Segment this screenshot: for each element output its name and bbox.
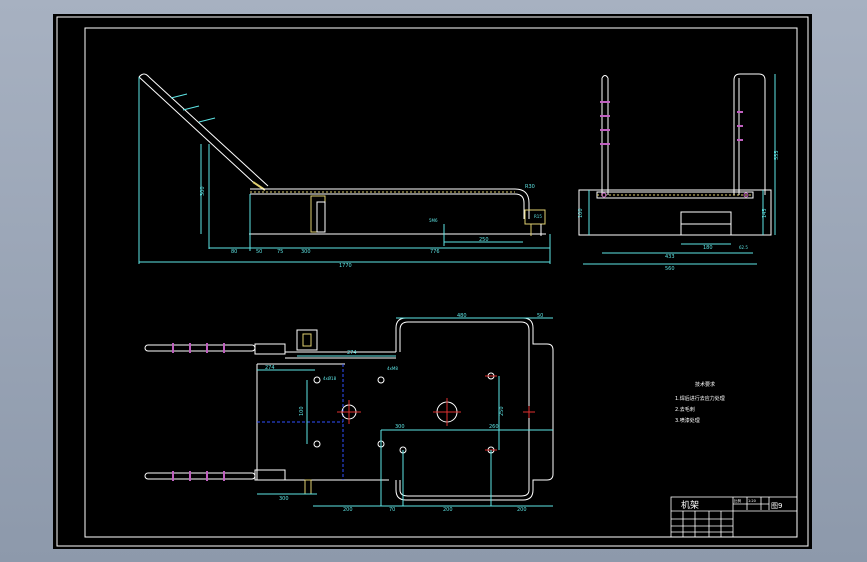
plan-dim-bottom-70: 70 xyxy=(389,507,395,513)
dim-right-height: R15 xyxy=(534,214,542,219)
plan-arm-mount-top xyxy=(254,343,286,355)
dim-seg-75: 75 xyxy=(277,249,283,255)
dim-r30: R30 xyxy=(525,184,535,190)
end-dim-left-height: 100 xyxy=(578,208,584,218)
pin-left xyxy=(601,192,607,198)
plan-dim-hole-small: 4xM8 xyxy=(387,366,398,371)
plan-dim-bottom-200c: 200 xyxy=(517,507,527,513)
dim-seg-50: 50 xyxy=(256,249,262,255)
dim-seg-776: 776 xyxy=(430,249,440,255)
end-dim-height-text: 555 xyxy=(774,150,780,160)
left-support xyxy=(310,195,326,233)
tb-drawing-no: 图9 xyxy=(771,502,782,510)
end-dim-inner-text: 433 xyxy=(665,254,675,260)
notes-title: 技术要求 xyxy=(695,381,715,388)
handle-tube-lower xyxy=(148,76,269,187)
title-block xyxy=(670,496,798,538)
end-dim-width-text: 560 xyxy=(665,266,675,272)
notes-line-1: 1.焊后进行去应力处理 xyxy=(675,395,725,402)
plan-dim-bottom-200a: 200 xyxy=(343,507,353,513)
pin-right xyxy=(743,192,749,198)
plan-dim-arm-length: 274 xyxy=(347,350,357,356)
notes-line-3: 3.喷漆处理 xyxy=(675,417,700,424)
plan-bracket xyxy=(296,329,318,351)
left-support-inner xyxy=(316,201,326,233)
plan-dim-left-height: 100 xyxy=(299,406,305,416)
handle-dim-c xyxy=(198,117,216,123)
front-bracket xyxy=(524,209,546,225)
end-dim-slot-text: 180 xyxy=(703,245,713,251)
end-view: 555 560 433 180 62.5 100 145 xyxy=(578,73,780,272)
plan-dim-bottom-300: 300 xyxy=(279,496,289,502)
hole-1 xyxy=(313,376,321,384)
plan-dim-inner-300: 300 xyxy=(395,424,405,430)
plan-dim-mid-height: 250 xyxy=(499,406,505,416)
side-view: 1770 80 50 75 300 776 300 250 R30 5M6 R1… xyxy=(138,73,551,269)
title-block-frame xyxy=(670,496,798,538)
dim-seg-300: 300 xyxy=(301,249,311,255)
dim-left-offset: 80 xyxy=(231,249,237,255)
end-right-upright xyxy=(733,73,766,195)
handle-cap xyxy=(138,73,150,78)
deck-front-bend xyxy=(514,188,530,219)
cad-drawing: 1770 80 50 75 300 776 300 250 R30 5M6 R1… xyxy=(56,16,809,547)
notes-line-2: 2.去毛刺 xyxy=(675,406,695,413)
plan-body-inner xyxy=(399,321,530,497)
plan-arm-top xyxy=(144,344,256,352)
plan-dim-top-offset: 50 xyxy=(537,313,543,319)
plan-dim-bottom-200b: 200 xyxy=(443,507,453,513)
plan-dim-inner-260: 260 xyxy=(489,424,499,430)
dim-side-height: 300 xyxy=(200,186,206,196)
handle-tube-upper xyxy=(138,76,254,183)
plan-dim-hole-big: 4xØ18 xyxy=(323,376,337,381)
end-dim-right-height: 145 xyxy=(762,208,768,218)
dim-overall-length: 1770 xyxy=(339,263,352,269)
plan-stub xyxy=(304,479,312,495)
end-dim-base-offset: 62.5 xyxy=(739,245,748,250)
plan-view: 480 50 274 274 4xM8 4xØ18 100 250 300 26… xyxy=(144,313,554,513)
plan-dim-top-width: 480 xyxy=(457,313,467,319)
dim-label-small: 5M6 xyxy=(429,218,438,223)
handle-dim-b xyxy=(182,105,200,111)
tb-part-name: 机架 xyxy=(681,499,699,511)
plan-bracket-inner xyxy=(302,333,312,347)
end-left-cap xyxy=(601,75,609,79)
hole-2 xyxy=(377,376,385,384)
handle-dim-a xyxy=(170,93,188,99)
tb-scale-value: 1:20 xyxy=(748,499,756,503)
cad-drawing-viewport[interactable]: 1770 80 50 75 300 776 300 250 R30 5M6 R1… xyxy=(53,14,812,549)
outer-frame xyxy=(56,16,809,547)
plan-dim-arm-offset: 274 xyxy=(265,365,275,371)
technical-notes: 技术要求 1.焊后进行去应力处理 2.去毛刺 3.喷漆处理 xyxy=(675,381,725,424)
plan-arm-bottom xyxy=(144,472,256,480)
end-body xyxy=(578,189,772,236)
hole-4 xyxy=(313,440,321,448)
deck-front-bend-inner xyxy=(514,193,525,219)
tb-scale-label: 比例 xyxy=(734,498,742,503)
plan-arm-mount-bottom xyxy=(254,469,286,481)
inner-frame xyxy=(84,27,798,538)
dim-gap: 250 xyxy=(479,237,489,243)
